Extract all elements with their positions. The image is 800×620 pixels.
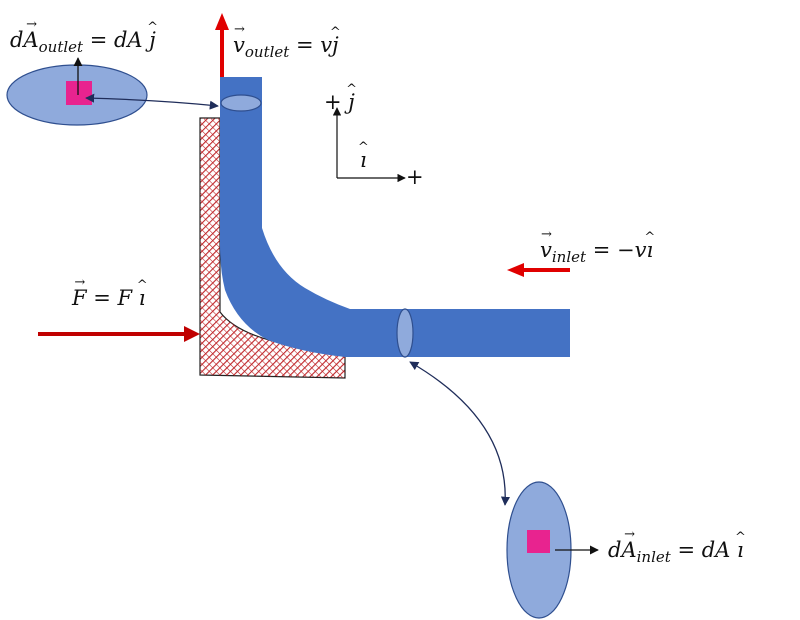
axis-plus-i-label: +: [406, 165, 424, 189]
outlet-cross-section: [220, 94, 262, 112]
outlet-connector: [85, 93, 219, 110]
outlet-area-patch: [66, 81, 92, 105]
force-label: F = F ı: [72, 288, 146, 309]
outlet-velocity-arrow: [215, 13, 229, 77]
inlet-area-label: dAinlet = dA ı: [608, 540, 744, 565]
force-arrow: [38, 326, 200, 342]
inlet-cross-section: [396, 308, 414, 358]
inlet-velocity-label: vinlet = −vı: [540, 240, 653, 265]
axis-i-label: ı: [360, 150, 367, 171]
outlet-velocity-label: voutlet = vj: [233, 35, 339, 60]
outlet-area-label: dAoutlet = dA j: [10, 30, 156, 55]
inlet-area-patch: [527, 530, 550, 553]
axis-plus-j-label: + j: [324, 92, 355, 113]
pipe-elbow: [220, 77, 570, 357]
inlet-connector: [409, 361, 511, 506]
coordinate-axes: [332, 107, 406, 183]
inlet-velocity-arrow: [507, 263, 570, 277]
